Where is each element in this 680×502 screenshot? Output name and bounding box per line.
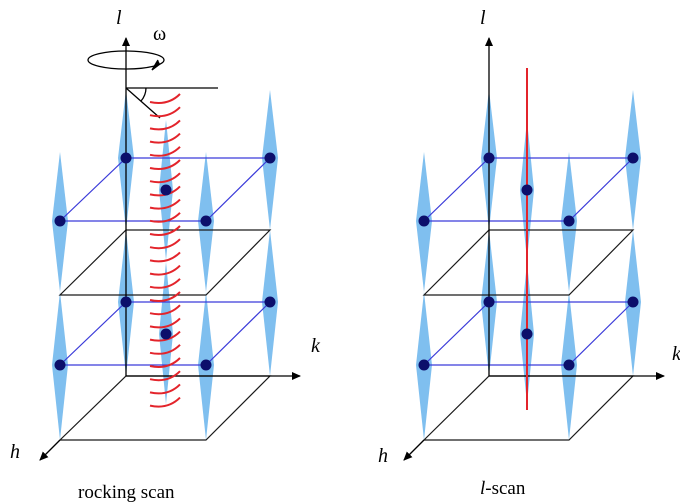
rocking-arc	[149, 396, 181, 408]
rocking-arc	[149, 344, 181, 355]
rocking-arc	[149, 291, 181, 302]
lattice-point	[264, 296, 276, 308]
lattice-point	[483, 296, 495, 308]
rocking-arc	[149, 251, 181, 263]
left-caption: rocking scan	[78, 482, 175, 502]
lattice-point	[627, 152, 639, 164]
right-axis-h-label: h	[378, 445, 388, 467]
omega-label: ω	[153, 23, 166, 45]
left-rocking-arcs	[149, 93, 181, 408]
rocking-arc	[149, 238, 181, 250]
rocking-arc	[149, 198, 181, 210]
lattice-point	[54, 215, 66, 227]
right-bragg-rods	[416, 90, 641, 440]
rocking-arc	[149, 357, 181, 368]
rocking-arc	[149, 304, 181, 316]
left-axis-l-label: l	[116, 7, 122, 29]
rocking-arc	[149, 370, 181, 382]
lattice-point	[563, 215, 575, 227]
rocking-arc	[149, 278, 181, 289]
lattice-point	[160, 184, 172, 196]
lattice-point	[200, 359, 212, 371]
lattice-point	[264, 152, 276, 164]
rocking-arc	[149, 225, 181, 236]
lattice-point	[521, 184, 533, 196]
rocking-arc	[149, 264, 181, 276]
right-axes	[403, 37, 665, 461]
lattice-point	[627, 296, 639, 308]
lattice-point	[160, 328, 172, 340]
lattice-point	[521, 328, 533, 340]
left-panel: l k h ω rocking scan	[10, 7, 321, 502]
lattice-point	[418, 215, 430, 227]
left-axis-h-label: h	[10, 441, 20, 463]
right-axis-k-label: k	[672, 343, 680, 365]
right-axis-l-label: l	[480, 7, 486, 29]
rocking-arc	[149, 172, 181, 184]
left-axes	[39, 37, 301, 461]
lattice-point	[483, 152, 495, 164]
left-lattice-points	[54, 152, 276, 371]
right-caption: l-scan	[480, 478, 526, 499]
rocking-arc	[149, 212, 181, 223]
rocking-arc	[149, 132, 181, 144]
lattice-point	[120, 152, 132, 164]
rocking-arc	[149, 146, 181, 157]
lattice-point	[563, 359, 575, 371]
rocking-arc	[149, 119, 181, 131]
lattice-point	[120, 296, 132, 308]
lattice-point	[418, 359, 430, 371]
lattice-point	[200, 215, 212, 227]
lattice-point	[54, 359, 66, 371]
rocking-arc	[149, 106, 181, 118]
rocking-arc	[149, 93, 181, 104]
rocking-arc	[149, 159, 181, 170]
right-lattice-points	[418, 152, 639, 371]
rocking-arc	[149, 330, 181, 342]
left-axis-k-label: k	[311, 335, 321, 357]
rocking-arc	[149, 383, 181, 395]
right-panel: l k h l-scan	[378, 7, 680, 499]
rocking-arc	[149, 317, 181, 329]
